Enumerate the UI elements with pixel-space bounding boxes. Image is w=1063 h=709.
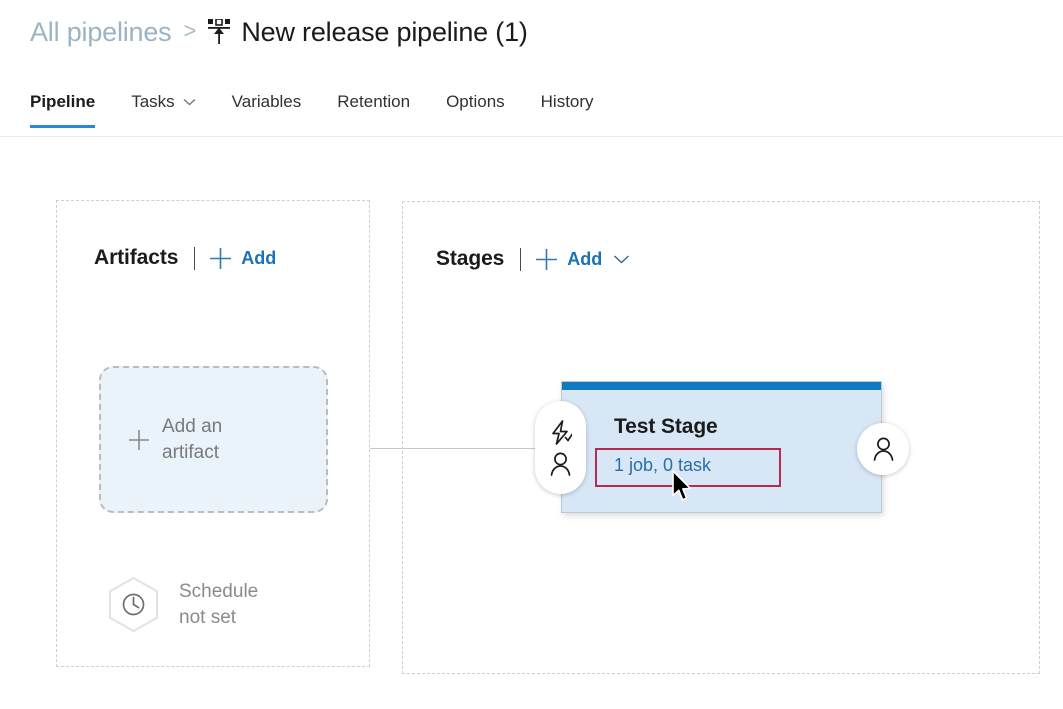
tab-tasks-label: Tasks <box>131 92 175 111</box>
plus-icon[interactable] <box>209 247 232 270</box>
stages-panel: Stages Add <box>402 201 1040 674</box>
breadcrumb-current-item: New release pipeline (1) <box>208 16 528 48</box>
artifacts-title: Artifacts <box>94 246 179 269</box>
tab-history-label: History <box>540 92 594 111</box>
page-title: New release pipeline (1) <box>241 16 528 47</box>
add-artifact-button[interactable]: Add <box>241 247 277 268</box>
post-deployment-approvals-button[interactable] <box>857 423 909 475</box>
add-stage-button[interactable]: Add <box>567 248 603 269</box>
tab-retention[interactable]: Retention <box>319 80 428 128</box>
tab-list: Pipeline Tasks Variables Retention Optio… <box>30 80 612 128</box>
artifacts-header-divider <box>194 246 196 270</box>
tab-pipeline-label: Pipeline <box>30 92 96 111</box>
stage-jobs-tasks-link[interactable]: 1 job, 0 task <box>614 455 712 475</box>
stages-title: Stages <box>436 247 505 270</box>
tab-bar: Pipeline Tasks Variables Retention Optio… <box>0 80 1063 137</box>
stage-card-test-stage[interactable]: Test Stage 1 job, 0 task <box>561 381 882 513</box>
release-pipeline-icon <box>208 19 231 45</box>
breadcrumb-all-pipelines-link[interactable]: All pipelines <box>30 16 172 47</box>
artifact-to-stage-connector <box>370 448 560 449</box>
stages-header-divider <box>520 247 522 271</box>
schedule-label: Schedule not set <box>179 580 259 628</box>
tab-bar-divider <box>0 136 1063 137</box>
stage-name: Test Stage <box>614 415 718 438</box>
pre-deployment-conditions-button[interactable] <box>535 401 586 494</box>
tab-variables-label: Variables <box>231 92 302 111</box>
release-pipeline-icon-svg <box>208 19 231 44</box>
tab-retention-label: Retention <box>337 92 411 111</box>
tab-options[interactable]: Options <box>428 80 523 128</box>
tab-options-label: Options <box>446 92 505 111</box>
add-an-artifact-label: Add an artifact <box>162 415 223 463</box>
schedule-trigger[interactable]: Schedule not set <box>106 576 258 633</box>
breadcrumb: All pipelines > New release pipeline (1) <box>30 8 528 56</box>
breadcrumb-separator: > <box>183 18 197 43</box>
clock-icon <box>109 576 158 633</box>
tab-history[interactable]: History <box>523 80 612 128</box>
add-an-artifact-card[interactable]: Add an artifact <box>99 366 328 513</box>
tab-pipeline[interactable]: Pipeline <box>30 80 113 128</box>
chevron-down-icon <box>183 99 196 106</box>
artifacts-panel-header: Artifacts Add <box>94 246 276 270</box>
person-icon <box>550 452 571 476</box>
artifacts-panel: Artifacts Add <box>56 200 370 667</box>
stages-panel-header: Stages Add <box>436 247 630 271</box>
tab-variables[interactable]: Variables <box>214 80 320 128</box>
plus-icon[interactable] <box>535 248 558 271</box>
person-icon <box>873 437 893 461</box>
lightning-bolt-icon <box>552 419 572 445</box>
chevron-down-icon[interactable] <box>613 254 630 264</box>
plus-icon <box>129 429 149 450</box>
stage-card-accent-bar <box>562 382 881 390</box>
tab-tasks[interactable]: Tasks <box>113 80 213 128</box>
